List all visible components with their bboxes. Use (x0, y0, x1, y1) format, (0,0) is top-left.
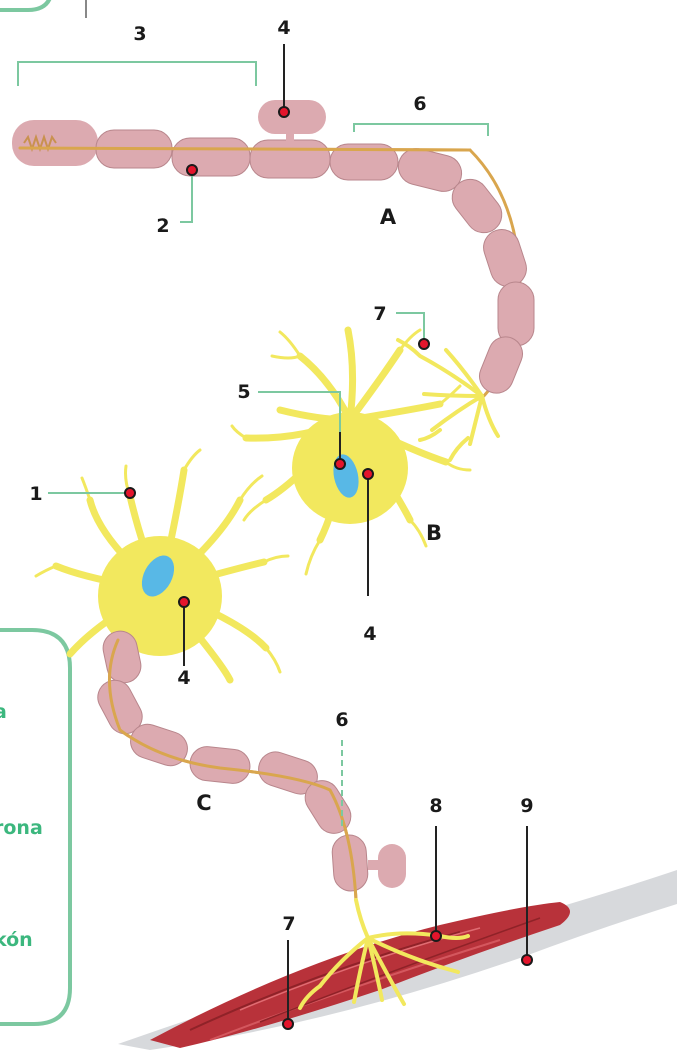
bracket-6 (354, 124, 488, 136)
marker-4-top (279, 107, 289, 117)
neuron-a-terminal (398, 340, 498, 460)
marker-4-b (363, 469, 373, 479)
label-6-bottom: 6 (335, 709, 348, 731)
side-panel-text-1: a (0, 701, 7, 723)
bracket-3 (18, 62, 256, 86)
marker-7-bottom (283, 1019, 293, 1029)
neuron-c (36, 450, 288, 680)
label-c: C (196, 791, 211, 815)
marker-1 (125, 488, 135, 498)
label-4-top: 4 (277, 17, 290, 39)
label-a: A (380, 205, 397, 229)
marker-8 (431, 931, 441, 941)
label-8: 8 (429, 795, 442, 817)
label-7-bottom: 7 (282, 913, 295, 935)
marker-9 (522, 955, 532, 965)
label-2: 2 (156, 215, 169, 237)
marker-4-c (179, 597, 189, 607)
label-3: 3 (133, 23, 146, 45)
muscle-fiber (118, 870, 677, 1050)
marker-5 (335, 459, 345, 469)
leader-2 (180, 170, 192, 222)
label-5: 5 (237, 381, 250, 403)
marker-2 (187, 165, 197, 175)
label-4-c: 4 (177, 667, 190, 689)
label-6-top: 6 (413, 93, 426, 115)
schwann-cell-body (258, 100, 326, 134)
side-panel-text-2: rona (0, 817, 43, 839)
label-1: 1 (29, 483, 42, 505)
top-panel-border (0, 0, 52, 10)
neuron-c-axon (92, 628, 406, 900)
side-panel-text-3: kón (0, 929, 33, 951)
label-4-b: 4 (363, 623, 376, 645)
label-7-top: 7 (373, 303, 386, 325)
marker-7-top (419, 339, 429, 349)
label-b: B (426, 521, 442, 545)
label-9: 9 (520, 795, 533, 817)
